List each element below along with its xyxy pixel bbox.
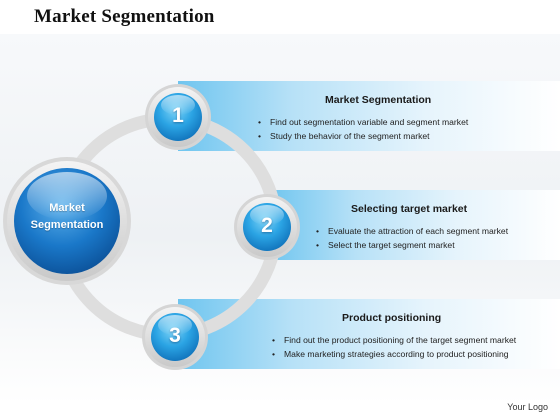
step-bullets-3: Find out the product positioning of the … — [272, 333, 516, 361]
center-circle — [3, 157, 131, 285]
center-label-line-1: Market — [49, 202, 85, 214]
step-panel-1: Market Segmentation Find out segmentatio… — [178, 81, 560, 151]
step-number-2: 2 — [261, 214, 273, 237]
step-bullets-2: Evaluate the attraction of each segment … — [316, 224, 508, 252]
step-circle-2 — [234, 194, 300, 260]
step-2-bullet-1: Evaluate the attraction of each segment … — [316, 224, 508, 238]
center-label: Market Segmentation — [14, 200, 120, 234]
step-heading-3: Product positioning — [342, 312, 442, 324]
step-3-bullet-1: Find out the product positioning of the … — [272, 333, 516, 347]
step-number-3: 3 — [169, 324, 181, 347]
step-1-bullet-1: Find out segmentation variable and segme… — [258, 115, 468, 129]
step-heading-1: Market Segmentation — [325, 94, 432, 106]
page-title: Market Segmentation — [34, 6, 215, 27]
step-2-bullet-2: Select the target segment market — [316, 238, 508, 252]
center-label-line-2: Segmentation — [30, 219, 104, 231]
step-3-bullet-2: Make marketing strategies according to p… — [272, 347, 516, 361]
step-panel-2: Selecting target market Evaluate the att… — [268, 190, 560, 260]
step-circle-1 — [145, 84, 211, 150]
step-1-bullet-2: Study the behavior of the segment market — [258, 129, 468, 143]
step-number-1: 1 — [172, 104, 184, 127]
step-circle-3 — [142, 304, 208, 370]
logo-text: Your Logo — [507, 402, 548, 412]
step-bullets-1: Find out segmentation variable and segme… — [258, 115, 468, 143]
step-heading-2: Selecting target market — [351, 203, 468, 215]
